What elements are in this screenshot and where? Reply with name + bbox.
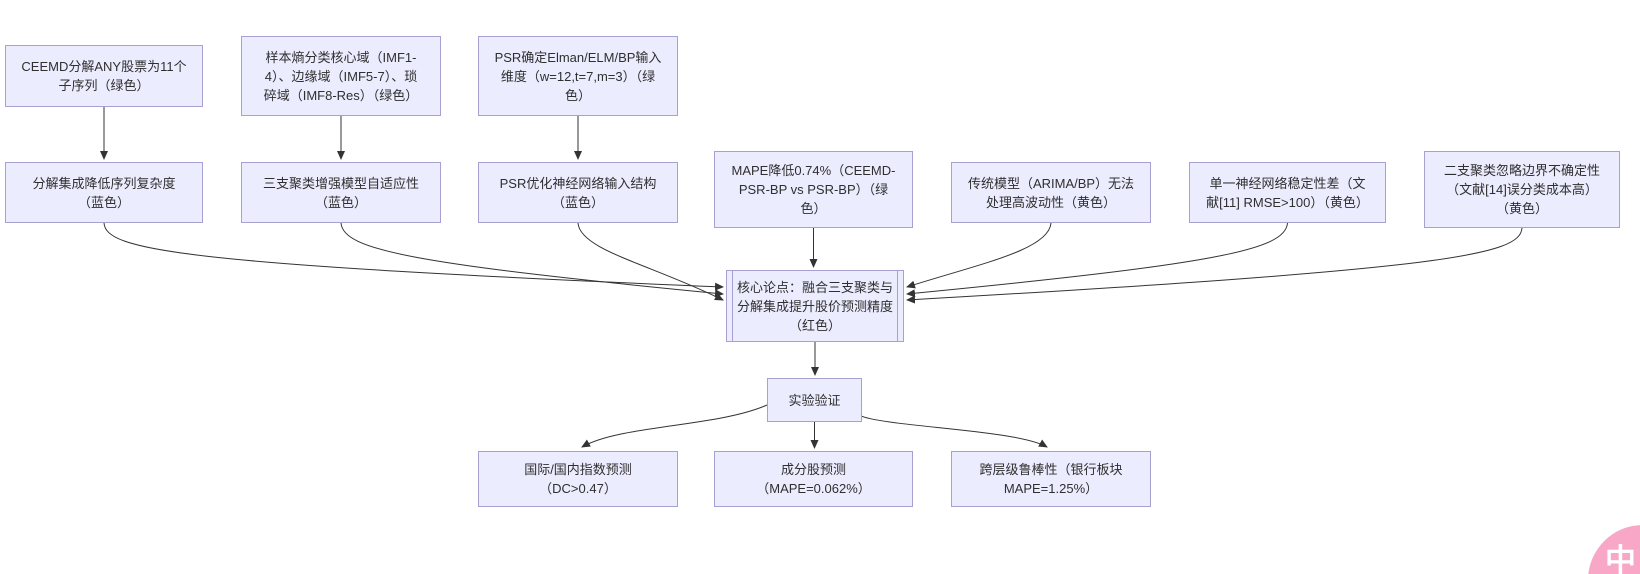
- node-label-line: 跨层级鲁棒性（银行板块: [979, 462, 1123, 477]
- node-constituent-stock-prediction: 成分股预测 （MAPE=0.062%）: [714, 451, 913, 507]
- node-traditional-model-limitation: 传统模型（ARIMA/BP）无法处理高波动性（黄色）: [951, 162, 1151, 223]
- node-sample-entropy-classification: 样本熵分类核心域（IMF1- 4）、边缘域（IMF5-7）、琐碎域（IMF8-Re…: [241, 36, 441, 116]
- node-label-line: （蓝色）: [551, 194, 604, 210]
- node-label-line: PSR确定Elman/ELM/BP输入: [494, 49, 662, 65]
- node-label-line: 4）、边缘域（IMF5-7）、琐: [264, 68, 418, 84]
- node-decomposition-reduces-complexity: 分解集成降低序列复杂度 （蓝色）: [5, 162, 203, 223]
- node-label-line: 子序列（绿色）: [58, 78, 150, 93]
- node-label-line: 传统模型（ARIMA/BP）无法: [967, 175, 1135, 191]
- node-single-nn-instability: 单一神经网络稳定性差（文献[11] RMSE>100）（黄色）: [1189, 162, 1386, 223]
- node-label-line: 二支聚类忽略边界不确定性: [1443, 163, 1600, 178]
- node-three-way-clustering-adaptivity: 三支聚类增强模型自适应性 （蓝色）: [241, 162, 441, 223]
- node-label-line: （文献[14]误分类成本高）: [1446, 182, 1598, 197]
- edge-j-k: [906, 227, 1523, 304]
- node-psr-optimizes-input-structure: PSR优化神经网络输入结构 （蓝色）: [478, 162, 678, 223]
- node-experimental-validation: 实验验证: [767, 378, 862, 422]
- node-label-line: 实验验证: [788, 392, 841, 408]
- node-label-line: MAPE降低0.74%（CEEMD-: [731, 163, 896, 178]
- node-two-way-clustering-limitation: 二支聚类忽略边界不确定性 （文献[14]误分类成本高） （黄色）: [1424, 151, 1620, 228]
- translate-zh-icon: 中: [1605, 543, 1636, 574]
- node-label-line: PSR-BP vs PSR-BP）（绿: [738, 182, 889, 197]
- node-label-line: 成分股预测: [780, 462, 846, 477]
- node-label-line: （蓝色）: [77, 194, 130, 210]
- node-label-line: （红色）: [788, 317, 841, 333]
- node-mape-reduction: MAPE降低0.74%（CEEMD- PSR-BP vs PSR-BP）（绿色）: [714, 151, 913, 228]
- node-label-line: （DC>0.47）: [539, 481, 617, 496]
- node-label-line: PSR优化神经网络输入结构: [499, 175, 657, 191]
- node-label-line: 核心论点：融合三支聚类与: [736, 279, 893, 295]
- node-label-line: 单一神经网络稳定性差（文: [1209, 175, 1366, 191]
- node-label-line: （黄色）: [1495, 201, 1548, 216]
- node-label-line: 色）: [800, 201, 827, 216]
- translate-latin-icon: A: [1635, 571, 1640, 574]
- node-label-line: （MAPE=0.062%）: [756, 481, 871, 496]
- edge-l-m: [581, 404, 768, 448]
- node-label-line: 色）: [564, 87, 591, 103]
- edge-h-k: [906, 222, 1052, 289]
- translate-button[interactable]: 中 A: [1588, 525, 1640, 574]
- node-label-line: 分解集成提升股价预测精度: [736, 298, 893, 314]
- node-psr-input-dimension: PSR确定Elman/ELM/BP输入维度（w=12,t=7,m=3）（绿色）: [478, 36, 678, 116]
- node-ceemd-decomposition: CEEMD分解ANY股票为11个子序列（绿色）: [5, 45, 203, 107]
- node-label-line: MAPE=1.25%）: [1003, 481, 1099, 496]
- node-label-line: 样本熵分类核心域（IMF1-: [265, 49, 417, 65]
- node-label-line: 维度（w=12,t=7,m=3）（绿: [500, 68, 656, 84]
- edge-i-k: [906, 222, 1288, 298]
- node-label-line: 分解集成降低序列复杂度: [32, 175, 176, 191]
- node-label-line: 献[11] RMSE>100）（黄色）: [1206, 194, 1369, 210]
- node-label-line: 三支聚类增强模型自适应性: [262, 175, 419, 191]
- node-label-line: 处理高波动性（黄色）: [985, 194, 1116, 210]
- edge-f-k: [577, 222, 724, 301]
- node-label-line: 国际/国内指数预测: [524, 462, 632, 477]
- edge-e-k: [340, 222, 724, 298]
- edge-d-k: [103, 222, 724, 291]
- edge-l-o: [854, 404, 1048, 448]
- node-cross-level-robustness: 跨层级鲁棒性（银行板块 MAPE=1.25%）: [951, 451, 1151, 507]
- node-label-line: 碎域（IMF8-Res）（绿色）: [263, 87, 419, 103]
- node-label-line: CEEMD分解ANY股票为11个: [21, 59, 187, 74]
- node-label-line: （蓝色）: [314, 194, 367, 210]
- node-core-thesis: 核心论点：融合三支聚类与分解集成提升股价预测精度 （红色）: [726, 270, 904, 342]
- node-index-prediction: 国际/国内指数预测 （DC>0.47）: [478, 451, 678, 507]
